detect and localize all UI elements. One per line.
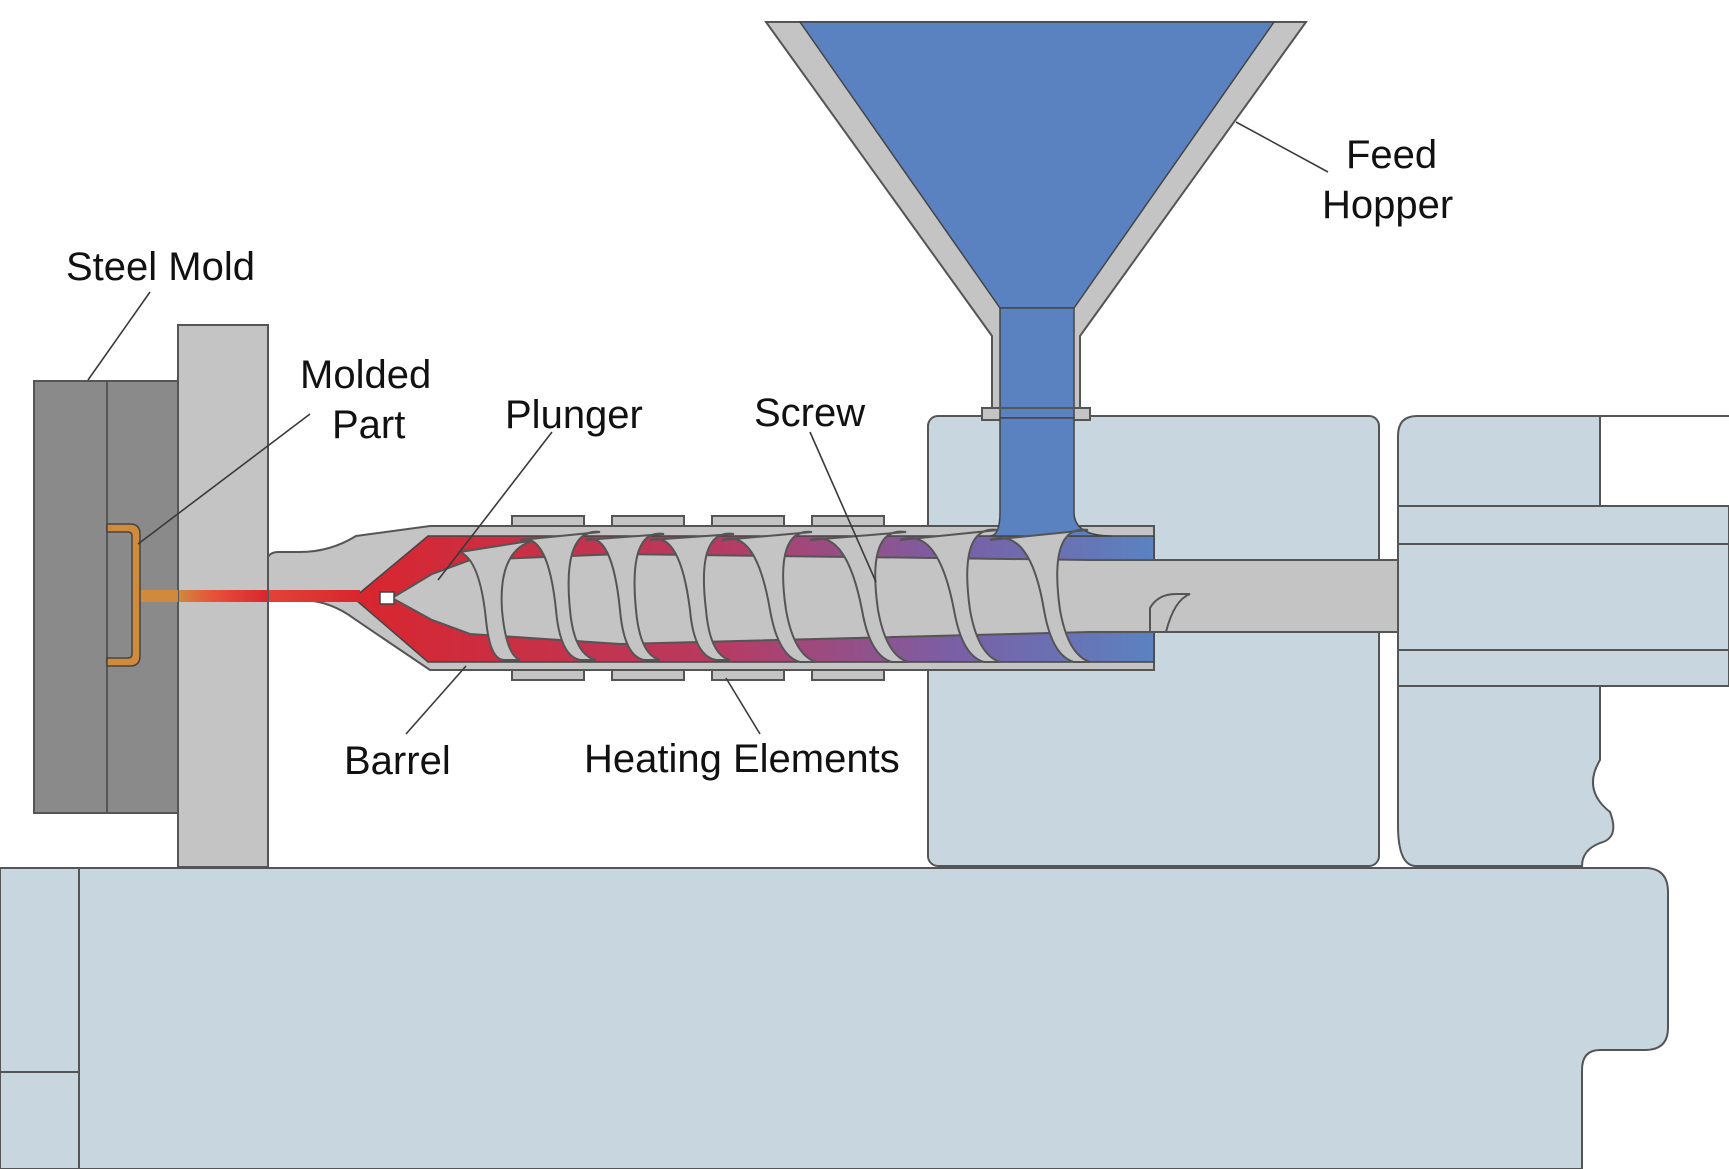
- heater-band-top-1: [511, 515, 585, 527]
- heater-band-bottom-2: [611, 669, 685, 681]
- label-molded-part-line2: Part: [332, 403, 405, 447]
- heater-band-top-3: [711, 515, 785, 527]
- heater-band-bottom-1: [511, 669, 585, 681]
- screw-shaft: [389, 552, 1399, 646]
- leader-feed-hopper: [1235, 121, 1329, 173]
- machine-base: [0, 867, 1669, 1169]
- heater-band-bottom-4: [811, 669, 885, 681]
- heater-band-top-4: [811, 515, 885, 527]
- drive-unit: [1397, 415, 1729, 867]
- heater-band-top-2: [611, 515, 685, 527]
- label-molded-part-line1: Molded: [300, 353, 431, 397]
- feed-hopper: [764, 21, 1308, 421]
- label-barrel: Barrel: [344, 739, 451, 783]
- label-steel-mold: Steel Mold: [66, 245, 255, 289]
- platen: [177, 324, 269, 868]
- heater-band-bottom-3: [711, 669, 785, 681]
- leader-steel-mold: [87, 291, 151, 381]
- steel-mold: [33, 380, 179, 814]
- screw: [379, 528, 1399, 663]
- label-plunger: Plunger: [505, 393, 643, 437]
- leader-lines: [87, 121, 1329, 735]
- label-feed-hopper-line2: Hopper: [1322, 183, 1453, 227]
- molded-part: [106, 523, 141, 667]
- labels: Feed Hopper Steel Mold Molded Part Plung…: [66, 133, 1453, 783]
- screw-flights: [456, 528, 1191, 663]
- heating-elements: [511, 515, 885, 681]
- leader-barrel: [405, 665, 467, 735]
- leader-heating-elements: [725, 677, 761, 735]
- label-feed-hopper-line1: Feed: [1346, 133, 1437, 177]
- leader-plunger: [437, 431, 553, 581]
- label-screw: Screw: [754, 391, 865, 435]
- leader-screw: [809, 431, 877, 583]
- label-heating-elements: Heating Elements: [584, 737, 900, 781]
- plunger-tip-insert: [379, 591, 395, 605]
- leader-molded-part: [137, 413, 311, 545]
